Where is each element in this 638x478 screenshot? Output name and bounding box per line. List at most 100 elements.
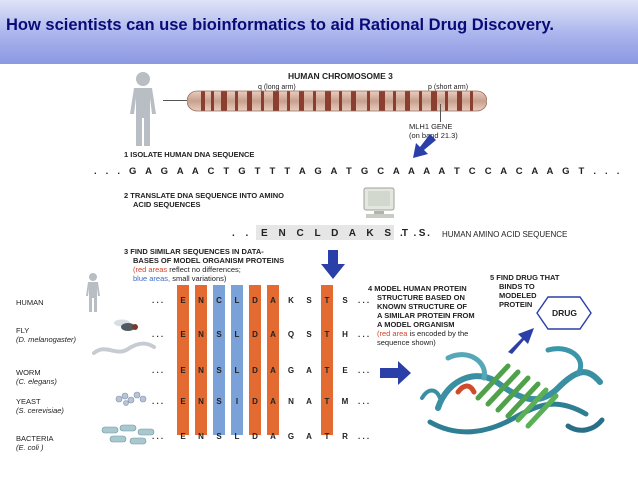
residue: K [288, 296, 294, 305]
residue: A [270, 397, 276, 406]
step1-label: 1 ISOLATE HUMAN DNA SEQUENCE [124, 150, 255, 159]
residue: G [287, 432, 295, 441]
residue: M [341, 397, 349, 406]
residue: A [270, 432, 276, 441]
aa-sequence: E N C L D A K S T S [261, 228, 430, 239]
residue: T [324, 296, 330, 305]
step3-label: 3 FIND SIMILAR SEQUENCES IN DATA- BASES … [124, 247, 284, 283]
row-suffix: . . . [358, 366, 370, 375]
residue: N [198, 432, 204, 441]
residue: E [180, 397, 186, 406]
computer-icon [363, 187, 395, 218]
organism-bacteria: BACTERIA (E. coli ) [16, 434, 54, 452]
row-suffix: . . . [358, 397, 370, 406]
organism-yeast: YEAST (S. cerevisiae) [16, 397, 64, 415]
residue: S [216, 366, 222, 375]
row-suffix: . . . [358, 296, 370, 305]
organism-bacteria-name: BACTERIA [16, 434, 54, 443]
residue: I [235, 397, 239, 406]
step3-line2: BASES OF MODEL ORGANISM PROTEINS [133, 256, 285, 265]
residue: E [180, 330, 186, 339]
step4-label: 4 MODEL HUMAN PROTEIN STRUCTURE BASED ON… [368, 284, 475, 347]
row-suffix: . . . [358, 432, 370, 441]
step3-red-word: (red areas [133, 265, 168, 274]
residue: N [198, 366, 204, 375]
residue: L [234, 432, 240, 441]
drug-hexagon [536, 296, 592, 330]
residue: T [324, 432, 330, 441]
step3-blue-word: blue areas, [133, 274, 171, 283]
gene-arrow-icon [413, 134, 436, 158]
residue: A [270, 296, 276, 305]
alignment-column-red [321, 285, 333, 435]
worm-icon [92, 341, 156, 355]
dna-sequence: . . . G A G A A C T G T T T A G A T G C … [94, 166, 623, 177]
residue: S [342, 296, 348, 305]
step3-red-rest: reflect no differences; [169, 265, 241, 274]
residue: S [216, 330, 222, 339]
q-arm-label: q (long arm) [258, 84, 296, 91]
residue: A [270, 330, 276, 339]
residue: T [324, 330, 330, 339]
row-prefix: . . . [152, 432, 164, 441]
aa-suffix: . . . [400, 228, 434, 239]
residue: N [288, 397, 294, 406]
residue: D [252, 296, 258, 305]
p-arm-label: p (short arm) [428, 84, 469, 91]
title-banner: How scientists can use bioinformatics to… [0, 0, 638, 64]
residue: N [198, 397, 204, 406]
residue: E [342, 366, 348, 375]
residue: S [306, 330, 312, 339]
step5-line3: MODELED [499, 291, 537, 300]
residue: Q [287, 330, 295, 339]
drug-label: DRUG [552, 308, 578, 318]
residue: T [324, 366, 330, 375]
step4-line2: STRUCTURE BASED ON [377, 293, 465, 302]
step4-line4: A SIMILAR PROTEIN FROM [377, 311, 475, 320]
organism-worm-species: (C. elegans) [16, 377, 57, 386]
protein-structure-image [420, 346, 605, 435]
residue: L [234, 366, 240, 375]
step4-red-word: (red area [377, 329, 408, 338]
step5-line2: BINDS TO [499, 282, 535, 291]
step2-line1: 2 TRANSLATE DNA SEQUENCE INTO AMINO [124, 191, 285, 200]
row-prefix: . . . [152, 296, 164, 305]
gene-name: MLH1 GENE [409, 122, 453, 131]
organism-yeast-species: (S. cerevisiae) [16, 406, 64, 415]
residue: S [306, 296, 312, 305]
residue: D [252, 366, 258, 375]
organism-fly-name: FLY [16, 326, 30, 335]
organism-worm-name: WORM [16, 368, 41, 377]
row-suffix: . . . [358, 330, 370, 339]
figure-connector-line [163, 100, 189, 101]
step4-line7: sequence shown) [377, 338, 436, 347]
step5-line1: 5 FIND DRUG THAT [490, 273, 560, 282]
organism-yeast-name: YEAST [16, 397, 41, 406]
alignment-column-red [267, 285, 279, 435]
organism-worm: WORM (C. elegans) [16, 368, 57, 386]
residue: A [306, 432, 312, 441]
right-arrow-icon [380, 361, 411, 385]
residue: A [306, 397, 312, 406]
step4-line3: KNOWN STRUCTURE OF [377, 302, 467, 311]
row-prefix: . . . [152, 330, 164, 339]
residue: E [180, 366, 186, 375]
gene-band: (on band 21.3) [409, 131, 458, 140]
residue: E [180, 432, 186, 441]
step4-line5: A MODEL ORGANISM [377, 320, 455, 329]
alignment-column-blue [231, 285, 243, 435]
residue: H [342, 330, 348, 339]
residue: G [287, 366, 295, 375]
row-prefix: . . . [152, 366, 164, 375]
aa-sequence-box [256, 225, 394, 240]
organism-fly: FLY (D. melanogaster) [16, 326, 76, 344]
gene-label: MLH1 GENE (on band 21.3) [409, 122, 458, 140]
step4-red-rest: is encoded by the [409, 329, 469, 338]
row-prefix: . . . [152, 397, 164, 406]
residue: A [270, 366, 276, 375]
chromosome-title: HUMAN CHROMOSOME 3 [288, 71, 393, 81]
aa-prefix: . . . [232, 228, 266, 239]
residue: E [180, 296, 186, 305]
step4-line1: 4 MODEL HUMAN PROTEIN [368, 284, 467, 293]
diagonal-arrow-icon [508, 328, 534, 354]
